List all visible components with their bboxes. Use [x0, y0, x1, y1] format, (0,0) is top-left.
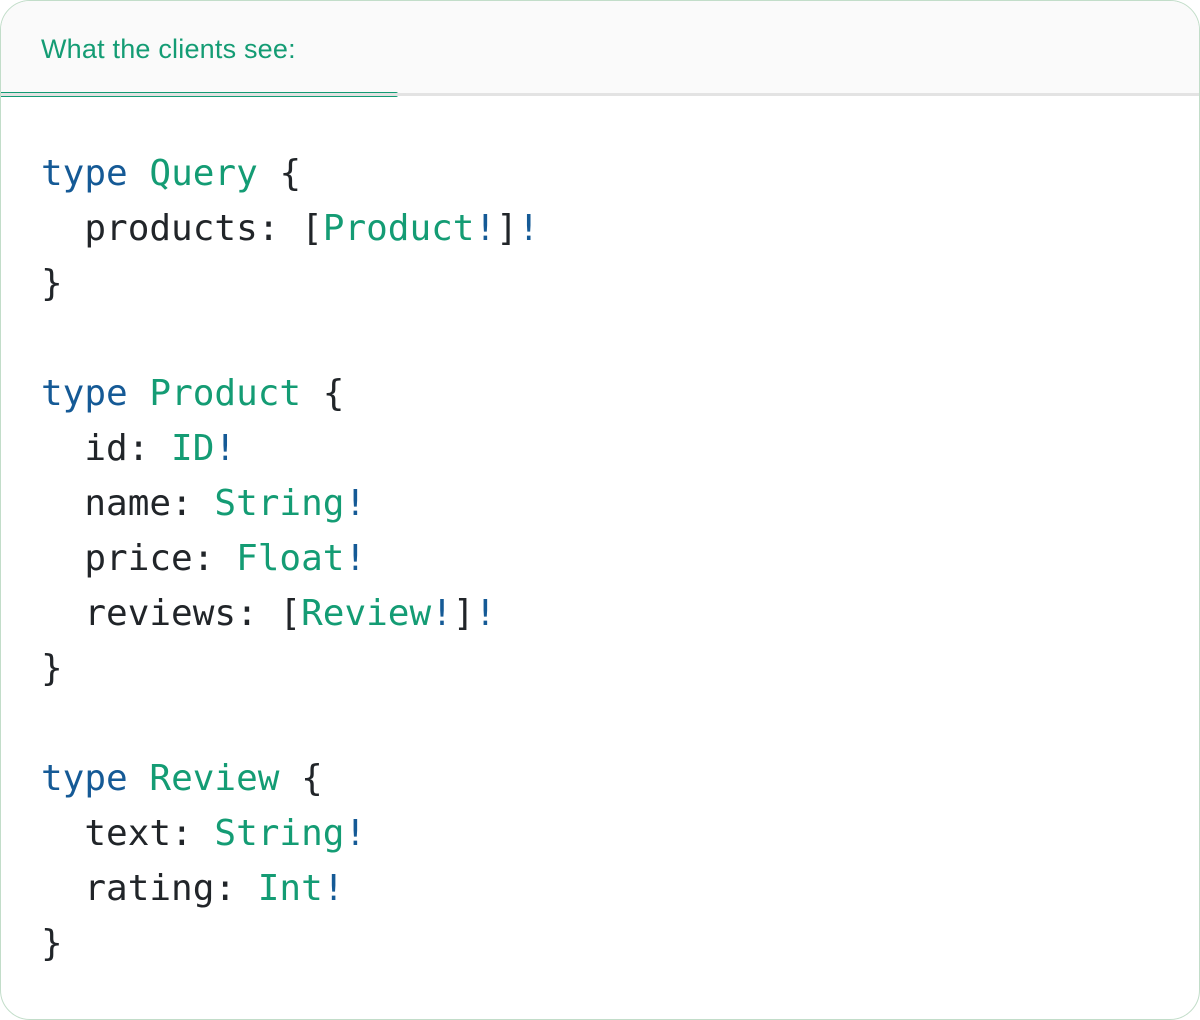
- code-token-keyword: type: [41, 373, 128, 414]
- code-token-type: String: [214, 813, 345, 854]
- code-token-plain: [128, 153, 150, 194]
- code-token-bang: !: [214, 428, 237, 469]
- code-token-type: Review: [301, 593, 432, 634]
- code-token-plain: id:: [41, 428, 172, 469]
- code-token-plain: reviews: [: [41, 593, 302, 634]
- code-token-plain: {: [279, 758, 323, 799]
- code-token-plain: text:: [41, 813, 215, 854]
- code-token-type: String: [214, 483, 345, 524]
- code-line: }: [41, 641, 1159, 696]
- code-line: [41, 696, 1159, 751]
- code-token-plain: {: [301, 373, 345, 414]
- code-line: rating: Int!: [41, 861, 1159, 916]
- code-line: }: [41, 256, 1159, 311]
- code-token-plain: [128, 373, 150, 414]
- code-token-type: ID: [171, 428, 215, 469]
- code-token-bang: !: [474, 208, 497, 249]
- code-line: type Product {: [41, 366, 1159, 421]
- code-line: type Review {: [41, 751, 1159, 806]
- tab-what-clients-see[interactable]: What the clients see:: [1, 1, 398, 97]
- code-token-type: Review: [149, 758, 280, 799]
- code-token-plain: }: [41, 263, 63, 304]
- code-token-bang: !: [431, 593, 453, 634]
- code-token-bang: !: [344, 483, 367, 524]
- code-line: [41, 311, 1159, 366]
- code-line: id: ID!: [41, 421, 1159, 476]
- code-token-plain: }: [41, 923, 63, 964]
- code-line: reviews: [Review!]!: [41, 586, 1159, 641]
- code-line: name: String!: [41, 476, 1159, 531]
- code-token-bang: !: [344, 538, 367, 579]
- code-line: products: [Product!]!: [41, 201, 1159, 256]
- code-line: price: Float!: [41, 531, 1159, 586]
- code-token-plain: }: [41, 648, 63, 689]
- tab-bar-divider: [1, 93, 1199, 96]
- code-token-plain: ]: [496, 208, 518, 249]
- code-line: }: [41, 916, 1159, 971]
- code-line: type Query {: [41, 146, 1159, 201]
- code-token-bang: !: [344, 813, 367, 854]
- code-line: text: String!: [41, 806, 1159, 861]
- tab-label: What the clients see:: [41, 34, 296, 64]
- code-token-type: Int: [257, 868, 323, 909]
- code-token-bang: !: [517, 208, 540, 249]
- code-token-type: Query: [149, 153, 258, 194]
- code-token-type: Product: [149, 373, 302, 414]
- code-token-plain: rating:: [41, 868, 258, 909]
- code-token-plain: [128, 758, 150, 799]
- code-token-plain: ]: [452, 593, 475, 634]
- code-token-keyword: type: [41, 758, 128, 799]
- tab-bar: What the clients see:: [1, 1, 1199, 97]
- code-token-bang: !: [322, 868, 345, 909]
- graphql-schema-code: type Query { products: [Product!]!}type …: [1, 96, 1199, 971]
- code-token-plain: {: [257, 153, 302, 194]
- code-token-plain: price:: [41, 538, 237, 579]
- code-token-bang: !: [474, 593, 497, 634]
- code-token-type: Float: [236, 538, 345, 579]
- code-token-keyword: type: [41, 153, 128, 194]
- code-token-plain: products: [: [41, 208, 323, 249]
- code-token-plain: name:: [41, 483, 215, 524]
- code-token-type: Product: [322, 208, 475, 249]
